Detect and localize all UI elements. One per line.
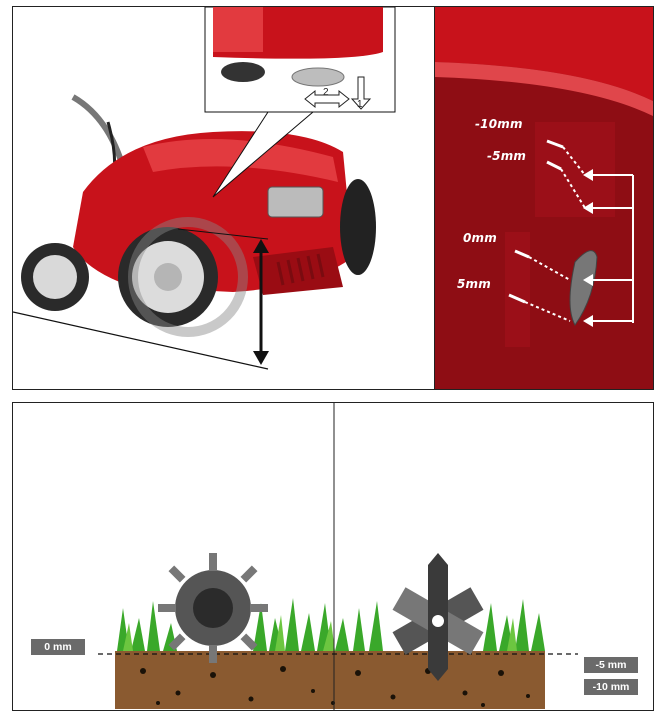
label-minus-10mm: -10mm — [475, 117, 523, 131]
step-1-label: 1 — [357, 99, 363, 110]
arrow-2 — [304, 89, 350, 109]
tag-minus-5mm: -5 mm — [584, 657, 638, 673]
depth-comparison-panel: 0 mm -5 mm -10 mm — [12, 402, 654, 711]
roller-deep-setting — [392, 553, 484, 681]
depth-detail-illustration — [435, 7, 653, 389]
handle-bar — [71, 94, 126, 168]
ground-line — [13, 311, 269, 370]
label-minus-5mm: -5mm — [487, 149, 527, 163]
height-guide — [177, 228, 269, 240]
mower-overview-panel: 2 1 — [12, 6, 435, 390]
arrow-1 — [350, 76, 372, 110]
depth-detail-panel: -10mm -5mm 0mm 5mm — [434, 6, 654, 390]
front-wheel-left-hub — [33, 255, 77, 299]
tag-0mm: 0 mm — [31, 639, 85, 655]
body-vents — [276, 253, 325, 286]
label-5mm: 5mm — [457, 277, 491, 291]
detail-top-surface — [435, 7, 653, 102]
ghost-roller — [128, 217, 248, 337]
inset-knob-light — [291, 67, 345, 87]
roller-zero-depth — [158, 553, 268, 663]
tag-minus-10mm: -10 mm — [584, 679, 638, 695]
depth-knob — [569, 250, 598, 326]
selector-bracket — [590, 174, 634, 323]
depth-comparison-illustration — [98, 403, 578, 710]
leader-lines — [508, 139, 564, 304]
rear-wheel — [340, 179, 376, 275]
inset-knob-dark — [221, 62, 265, 82]
depth-indicator-panel — [267, 186, 324, 218]
step-2-label: 2 — [323, 87, 329, 98]
label-0mm: 0mm — [463, 231, 497, 245]
soil-particles — [140, 666, 530, 707]
mower-illustration — [13, 7, 396, 370]
soil — [115, 651, 545, 709]
